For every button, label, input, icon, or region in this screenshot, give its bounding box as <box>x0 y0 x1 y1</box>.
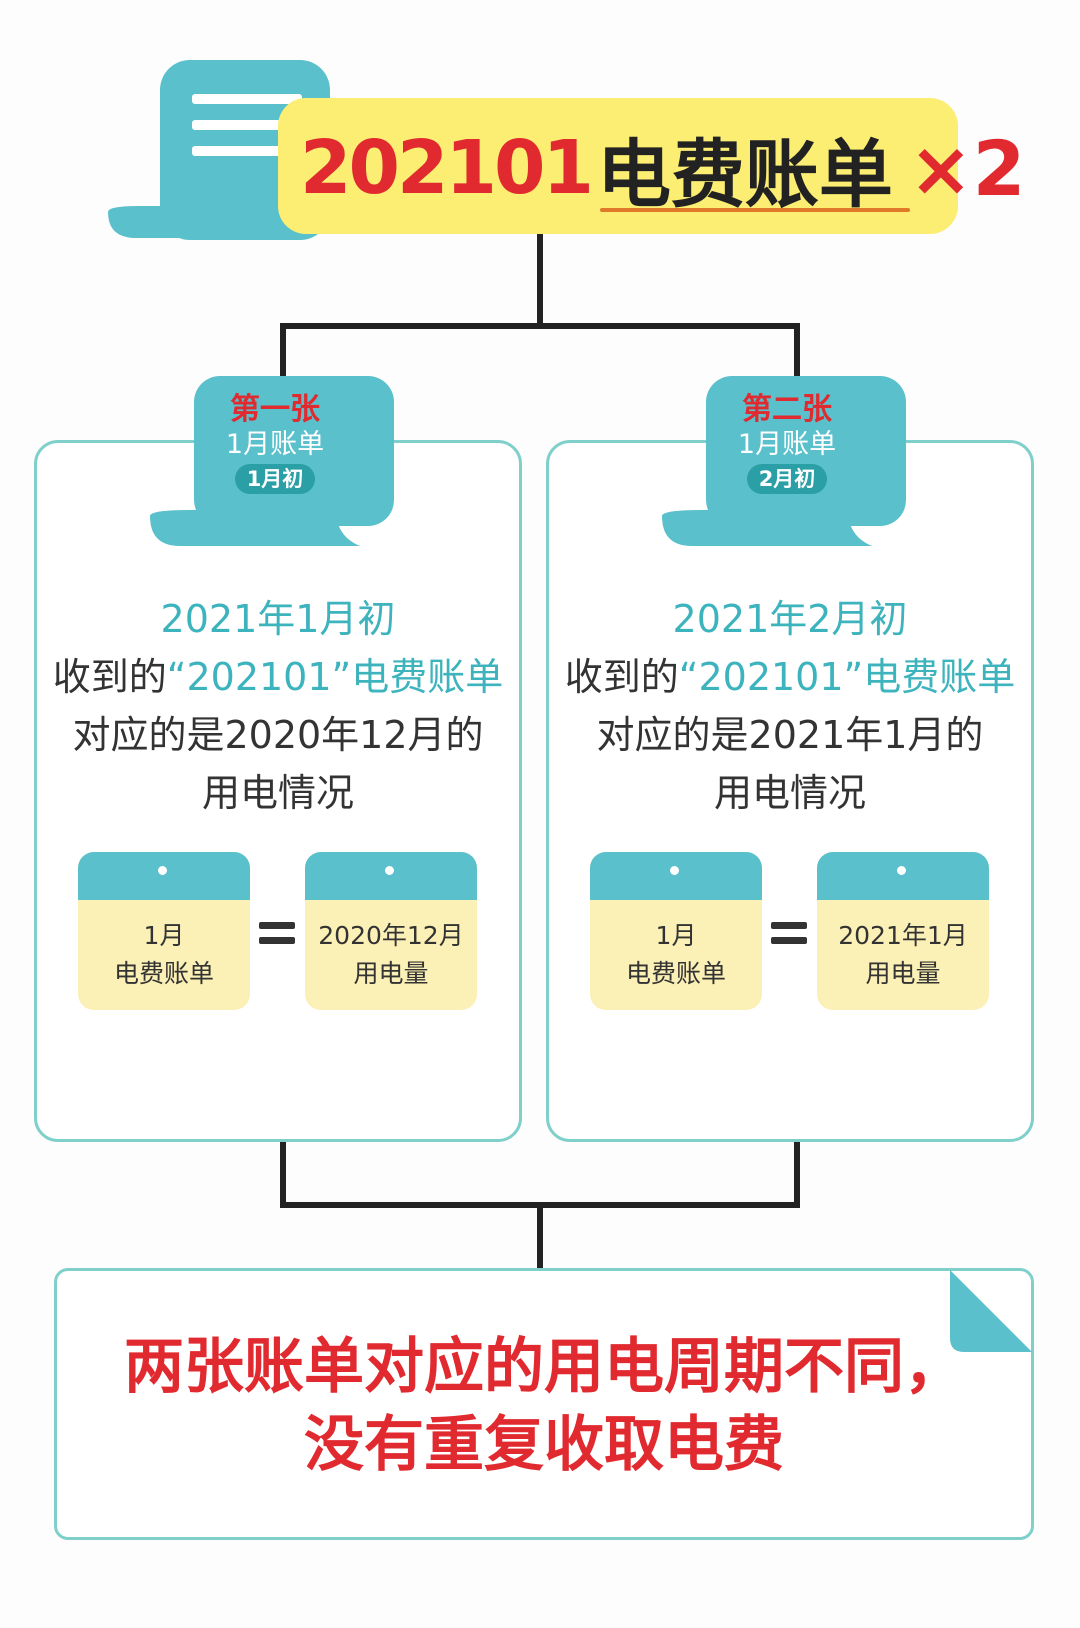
page-title: 202101 电费账单 ×2 <box>300 118 1026 218</box>
scroll-label-first: 第一张 1月账单 1月初 <box>200 392 350 494</box>
scroll-title: 第一张 <box>230 392 320 427</box>
bill-description-first: 2021年1月初 收到的“202101”电费账单 对应的是2020年12月的 用… <box>34 590 522 822</box>
title-multiplier: ×2 <box>908 123 1026 213</box>
title-number: 202101 <box>300 125 594 211</box>
calendar-month: 2020年12月 <box>318 921 464 950</box>
calendar-label: 电费账单 <box>113 959 214 988</box>
scroll-date-badge: 1月初 <box>234 464 316 494</box>
bill-panel-first <box>34 440 522 1142</box>
scroll-date-badge: 2月初 <box>746 464 828 494</box>
calendar-pin-icon <box>385 866 394 875</box>
calendar-label: 电费账单 <box>625 959 726 988</box>
calendar-month: 1月 <box>143 921 185 950</box>
calendar-usage-card: 2020年12月 用电量 <box>305 852 477 1010</box>
bill-description-second: 2021年2月初 收到的“202101”电费账单 对应的是2021年1月的 用电… <box>546 590 1034 822</box>
calendar-usage-card: 2021年1月 用电量 <box>817 852 989 1010</box>
bill-quote: “202101”电费账单 <box>166 655 504 699</box>
calendar-bill-card: 1月 电费账单 <box>78 852 250 1010</box>
title-underline <box>600 208 910 212</box>
calendar-bill-card: 1月 电费账单 <box>590 852 762 1010</box>
folded-corner-icon <box>950 1270 1032 1352</box>
calendar-month: 1月 <box>655 921 697 950</box>
bill-panel-second <box>546 440 1034 1142</box>
corresponds-text: 对应的是2020年12月的 <box>72 713 484 757</box>
equals-icon <box>259 920 299 948</box>
received-prefix: 收到的 <box>52 655 167 699</box>
conclusion-text: 两张账单对应的用电周期不同， 没有重复收取电费 <box>54 1328 1034 1484</box>
calendar-month: 2021年1月 <box>838 921 968 950</box>
calendar-pin-icon <box>670 866 679 875</box>
usage-text: 用电情况 <box>713 771 866 815</box>
bill-quote: “202101”电费账单 <box>678 655 1016 699</box>
title-label: 电费账单 <box>596 131 893 218</box>
scroll-subtitle: 1月账单 <box>225 429 325 460</box>
scroll-title: 第二张 <box>742 392 832 427</box>
usage-text: 用电情况 <box>201 771 354 815</box>
conclusion-line-1: 两张账单对应的用电周期不同， <box>124 1332 964 1402</box>
calendar-label: 用电量 <box>353 959 429 988</box>
conclusion-box <box>54 1268 1034 1540</box>
scroll-label-second: 第二张 1月账单 2月初 <box>712 392 862 494</box>
calendar-pin-icon <box>897 866 906 875</box>
corresponds-text: 对应的是2021年1月的 <box>596 713 984 757</box>
conclusion-line-2: 没有重复收取电费 <box>304 1410 784 1480</box>
receive-date: 2021年2月初 <box>672 597 908 641</box>
scroll-subtitle: 1月账单 <box>737 429 837 460</box>
equals-icon <box>771 920 811 948</box>
calendar-pin-icon <box>158 866 167 875</box>
received-prefix: 收到的 <box>564 655 679 699</box>
calendar-label: 用电量 <box>865 959 941 988</box>
receive-date: 2021年1月初 <box>160 597 396 641</box>
